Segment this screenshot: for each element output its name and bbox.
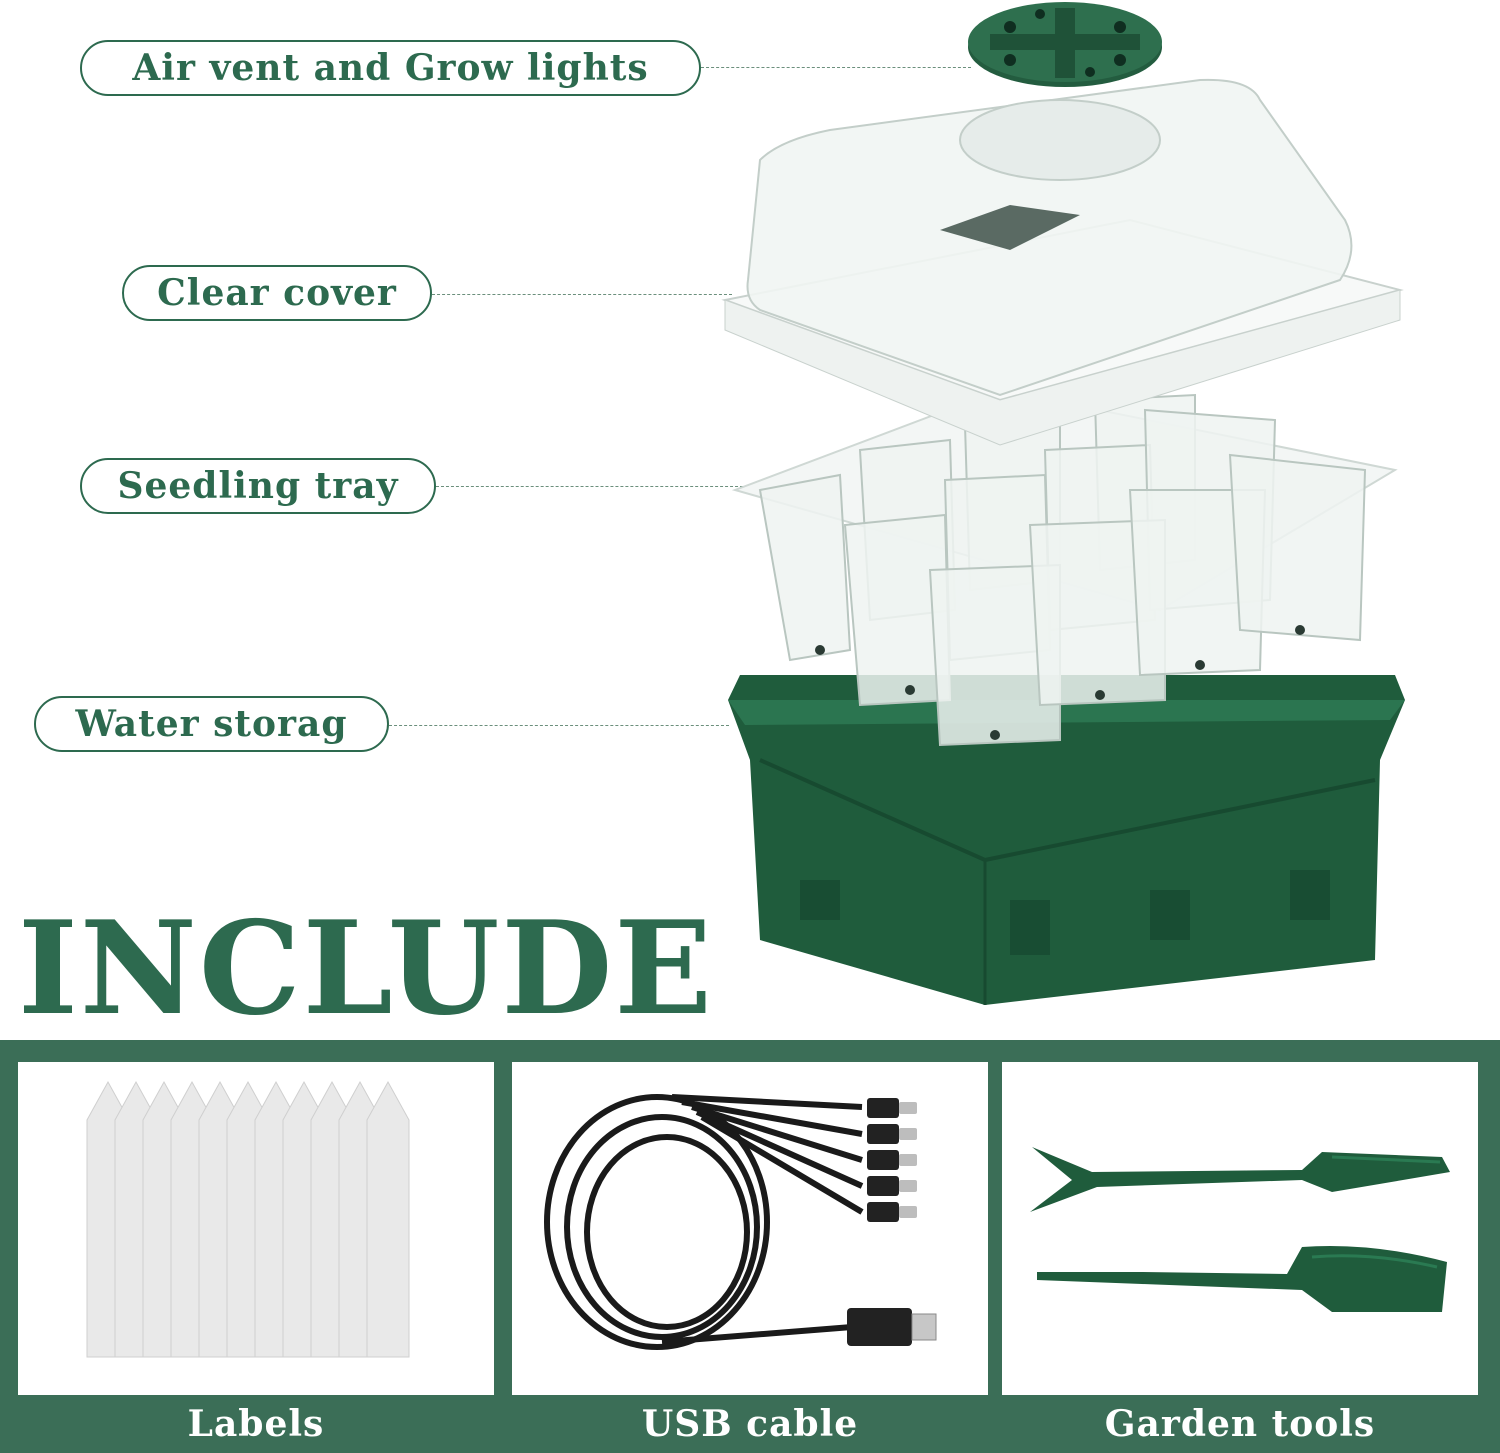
label-usb-cable: USB cable xyxy=(641,1403,859,1445)
panel-garden-tools xyxy=(1002,1062,1478,1395)
seedling-cells-tray-icon xyxy=(731,388,1398,747)
include-heading: INCLUDE xyxy=(18,894,714,1044)
leader-line-water xyxy=(389,725,729,726)
clear-dome-cover-icon xyxy=(721,78,1404,446)
seed-starter-kit-illustration xyxy=(721,2,1405,1005)
panel-usb-cable xyxy=(512,1062,988,1395)
usb-cable-coil-icon xyxy=(544,1094,937,1350)
leader-line-cover xyxy=(432,294,732,295)
plant-label-stakes-icon xyxy=(86,1080,410,1358)
label-labels: Labels xyxy=(187,1403,325,1445)
panel-labels xyxy=(18,1062,494,1395)
callout-clear-cover: Clear cover xyxy=(122,265,432,321)
leader-line-vent xyxy=(701,67,971,68)
water-reservoir-base-icon xyxy=(728,675,1405,1005)
callout-water-storage: Water storag xyxy=(34,696,389,752)
garden-tools-icon xyxy=(1030,1147,1450,1312)
leader-line-tray xyxy=(436,486,748,487)
air-vent-disc-icon xyxy=(968,2,1162,87)
callout-seedling-tray: Seedling tray xyxy=(80,458,436,514)
callout-air-vent: Air vent and Grow lights xyxy=(80,40,701,96)
label-garden-tools: Garden tools xyxy=(1104,1403,1376,1445)
